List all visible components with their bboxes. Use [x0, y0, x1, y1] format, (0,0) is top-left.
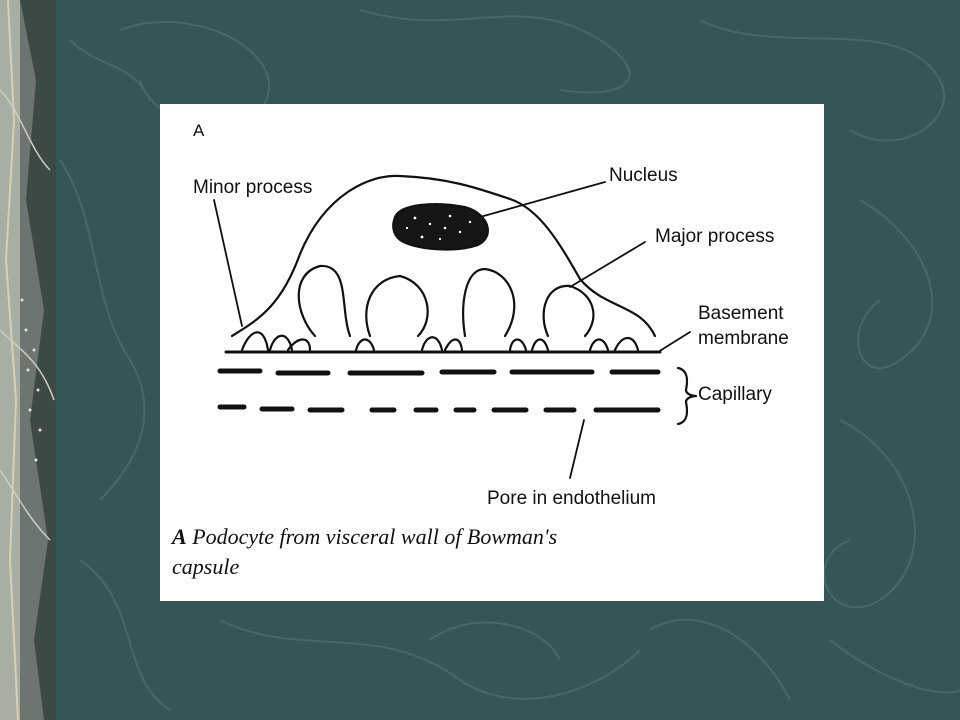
podocyte-figure: A Minor process Nucleus Major process Ba… [160, 104, 824, 601]
basement-label-line2: membrane [698, 328, 789, 349]
foot-process [588, 338, 610, 352]
left-decorative-strip [0, 0, 56, 720]
basement-label-line1: Basement [698, 303, 784, 324]
pore-label: Pore in endothelium [487, 488, 656, 509]
foot-process [286, 338, 312, 352]
nucleus-texture [405, 214, 472, 241]
podocyte-cell-body [230, 174, 657, 338]
nucleus [392, 203, 489, 251]
capillary-brace [676, 366, 698, 426]
foot-process [240, 331, 270, 352]
pore-leader [569, 419, 585, 479]
caption-bold-lead: A [172, 524, 187, 549]
major-process-leader [569, 241, 646, 288]
basement-leader [657, 331, 691, 353]
caption-line1: A Podocyte from visceral wall of Bowman'… [172, 522, 692, 552]
foot-process [508, 338, 528, 352]
process-loop [542, 284, 595, 338]
foot-process [530, 338, 550, 352]
process-loop [462, 267, 516, 338]
foot-process [443, 338, 464, 352]
nucleus-leader [479, 181, 606, 218]
caption-line2: capsule [172, 554, 240, 579]
panel-letter: A [193, 121, 205, 140]
basement-membrane-label: Basement membrane [698, 301, 789, 351]
endothelium-upper-row [217, 368, 661, 376]
nucleus-label: Nucleus [609, 165, 678, 186]
figure-caption: A Podocyte from visceral wall of Bowman'… [172, 522, 692, 582]
process-loop [365, 274, 429, 338]
minor-process-label: Minor process [193, 177, 313, 198]
foot-process [420, 336, 444, 352]
podocyte-diagram [213, 174, 698, 479]
minor-process-leader [213, 199, 243, 327]
major-process-label: Major process [655, 226, 775, 247]
process-loop [297, 264, 352, 338]
caption-text-line1: Podocyte from visceral wall of Bowman's [186, 524, 558, 549]
foot-process [613, 336, 640, 352]
foot-process [354, 338, 376, 352]
capillary-label: Capillary [698, 384, 772, 405]
endothelium-lower-row [217, 404, 661, 413]
